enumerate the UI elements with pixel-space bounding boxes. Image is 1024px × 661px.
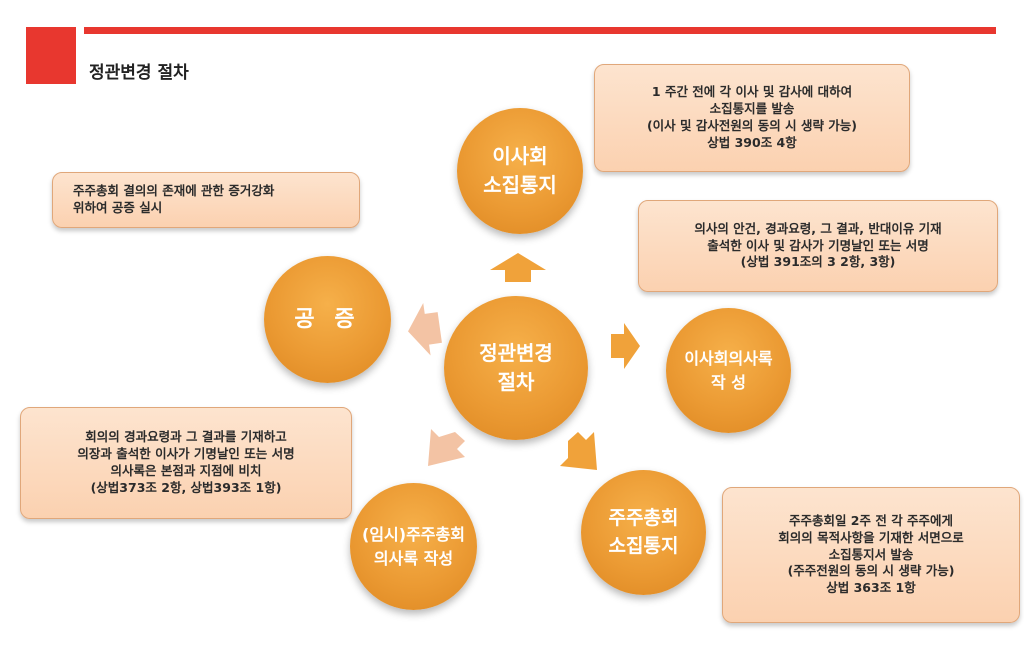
note-line: 출석한 이사 및 감사가 기명날인 또는 서명 [707, 237, 929, 253]
note-line: (상법 391조의 3 2항, 3항) [740, 254, 896, 270]
arrow-down-right [560, 432, 597, 470]
note-line: (상법373조 2항, 상법393조 1항) [90, 479, 282, 495]
note-line: 회의의 경과요령과 그 결과를 기재하고 [85, 429, 287, 445]
arrow-left [408, 302, 442, 356]
header-accent-line [84, 27, 996, 34]
note-line: 의사의 안건, 경과요령, 그 결과, 반대이유 기재 [694, 220, 942, 236]
node-shareholder-notice-line-1: 주주총회 [608, 506, 679, 529]
node-shareholder-notice: 주주총회 소집통지 [581, 470, 706, 595]
note-line: 1 주간 전에 각 이사 및 감사에 대하여 [651, 84, 853, 100]
note-line: 소집통지서 발송 [828, 546, 914, 562]
note-line: 위하여 공증 실시 [73, 200, 163, 215]
node-center: 정관변경 절차 [444, 296, 588, 440]
node-notary: 공 증 [264, 256, 391, 383]
node-board-notice-line-1: 이사회 [492, 144, 548, 168]
node-board-notice: 이사회 소집통지 [457, 108, 583, 234]
note-line: 주주총회 결의의 존재에 관한 증거강화 [73, 183, 275, 199]
note-board-notice: 1 주간 전에 각 이사 및 감사에 대하여 소집통지를 발송 (이사 및 감사… [594, 64, 910, 172]
note-line: 소집통지를 발송 [709, 101, 795, 117]
note-line: 의장과 출석한 이사가 기명날인 또는 서명 [77, 446, 295, 462]
node-shareholder-notice-line-2: 소집통지 [608, 534, 679, 557]
note-line: (이사 및 감사전원의 동의 시 생략 가능) [646, 118, 858, 133]
node-center-line-1: 정관변경 [479, 341, 553, 365]
note-notary: 주주총회 결의의 존재에 관한 증거강화 위하여 공증 실시 [52, 172, 360, 228]
note-line: 의사록은 본점과 지점에 비치 [110, 463, 262, 478]
arrow-right [611, 323, 640, 369]
node-center-line-2: 절차 [497, 370, 535, 394]
node-shareholder-minutes-line-2: 의사록 작성 [373, 548, 454, 568]
note-shareholder-minutes: 회의의 경과요령과 그 결과를 기재하고 의장과 출석한 이사가 기명날인 또는… [20, 407, 352, 519]
note-line: 상법 363조 1항 [826, 580, 916, 596]
node-board-notice-line-2: 소집통지 [483, 173, 557, 197]
node-shareholder-minutes: (임시)주주총회 의사록 작성 [350, 483, 477, 610]
node-board-minutes-line-2: 작 성 [710, 372, 746, 392]
page-title: 정관변경 절차 [89, 63, 189, 83]
node-board-minutes-line-1: 이사회의사록 [684, 349, 773, 369]
note-shareholder-notice: 주주총회일 2주 전 각 주주에게 회의의 목적사항을 기재한 서면으로 소집통… [722, 487, 1020, 623]
note-line: 회의의 목적사항을 기재한 서면으로 [778, 529, 964, 545]
note-line: 주주총회일 2주 전 각 주주에게 [788, 512, 954, 528]
header-accent-square [26, 27, 76, 84]
arrow-down-left [428, 429, 465, 466]
node-board-minutes: 이사회의사록 작 성 [666, 308, 791, 433]
note-line: (주주전원의 동의 시 생략 가능) [787, 563, 955, 579]
node-shareholder-minutes-line-1: (임시)주주총회 [362, 525, 465, 545]
note-board-minutes: 의사의 안건, 경과요령, 그 결과, 반대이유 기재 출석한 이사 및 감사가… [638, 200, 998, 292]
note-line: 상법 390조 4항 [707, 134, 797, 150]
node-notary-line-1: 공 증 [294, 306, 361, 332]
arrow-up [490, 253, 546, 282]
